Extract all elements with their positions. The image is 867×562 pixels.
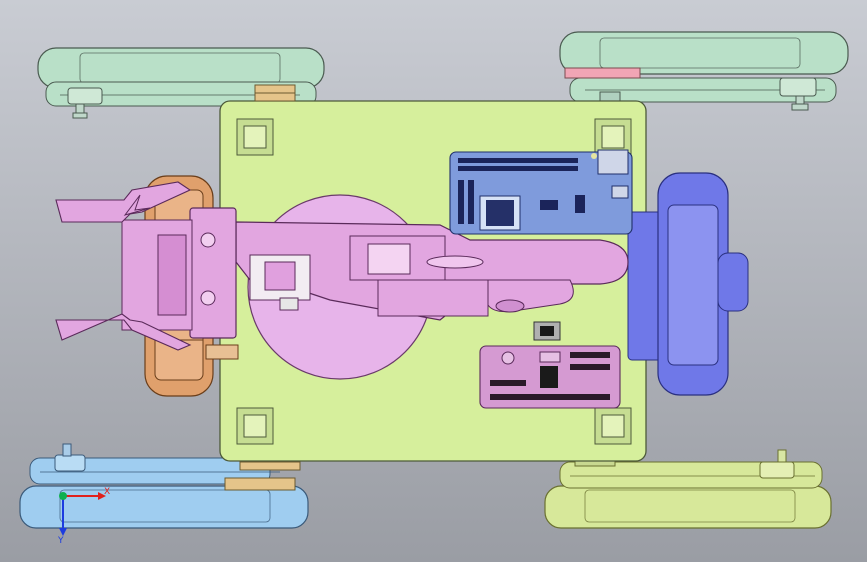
servo-driver-board[interactable]: [479, 321, 621, 409]
x-axis-label: X: [104, 487, 110, 497]
gripper-finger-lower[interactable]: [55, 313, 192, 351]
z-axis-origin: [59, 492, 67, 500]
header-pins-side: [458, 180, 474, 224]
y-axis-label: Y: [57, 536, 64, 546]
axis-triad: X Y: [57, 487, 110, 546]
arm-joint-gear: [239, 92, 301, 471]
robot-arm[interactable]: [121, 207, 629, 339]
y-axis-arrow: [59, 528, 67, 536]
servo-header-pins: [490, 352, 610, 400]
gripper-finger-upper[interactable]: [55, 181, 192, 223]
track-rear-left[interactable]: [19, 443, 309, 529]
track-front-right[interactable]: [559, 31, 849, 111]
chassis-mount-tl: [236, 118, 274, 156]
x-axis-arrow: [98, 492, 106, 500]
track-rear-right[interactable]: [544, 449, 832, 529]
camera-motor[interactable]: [627, 172, 749, 396]
controller-board[interactable]: [449, 149, 633, 235]
chassis-mount-tr: [594, 118, 632, 156]
header-pins-top: [458, 158, 578, 171]
chassis-mount-br: [594, 407, 632, 445]
chassis-mount-bl: [236, 407, 274, 445]
track-front-left[interactable]: [37, 47, 325, 119]
